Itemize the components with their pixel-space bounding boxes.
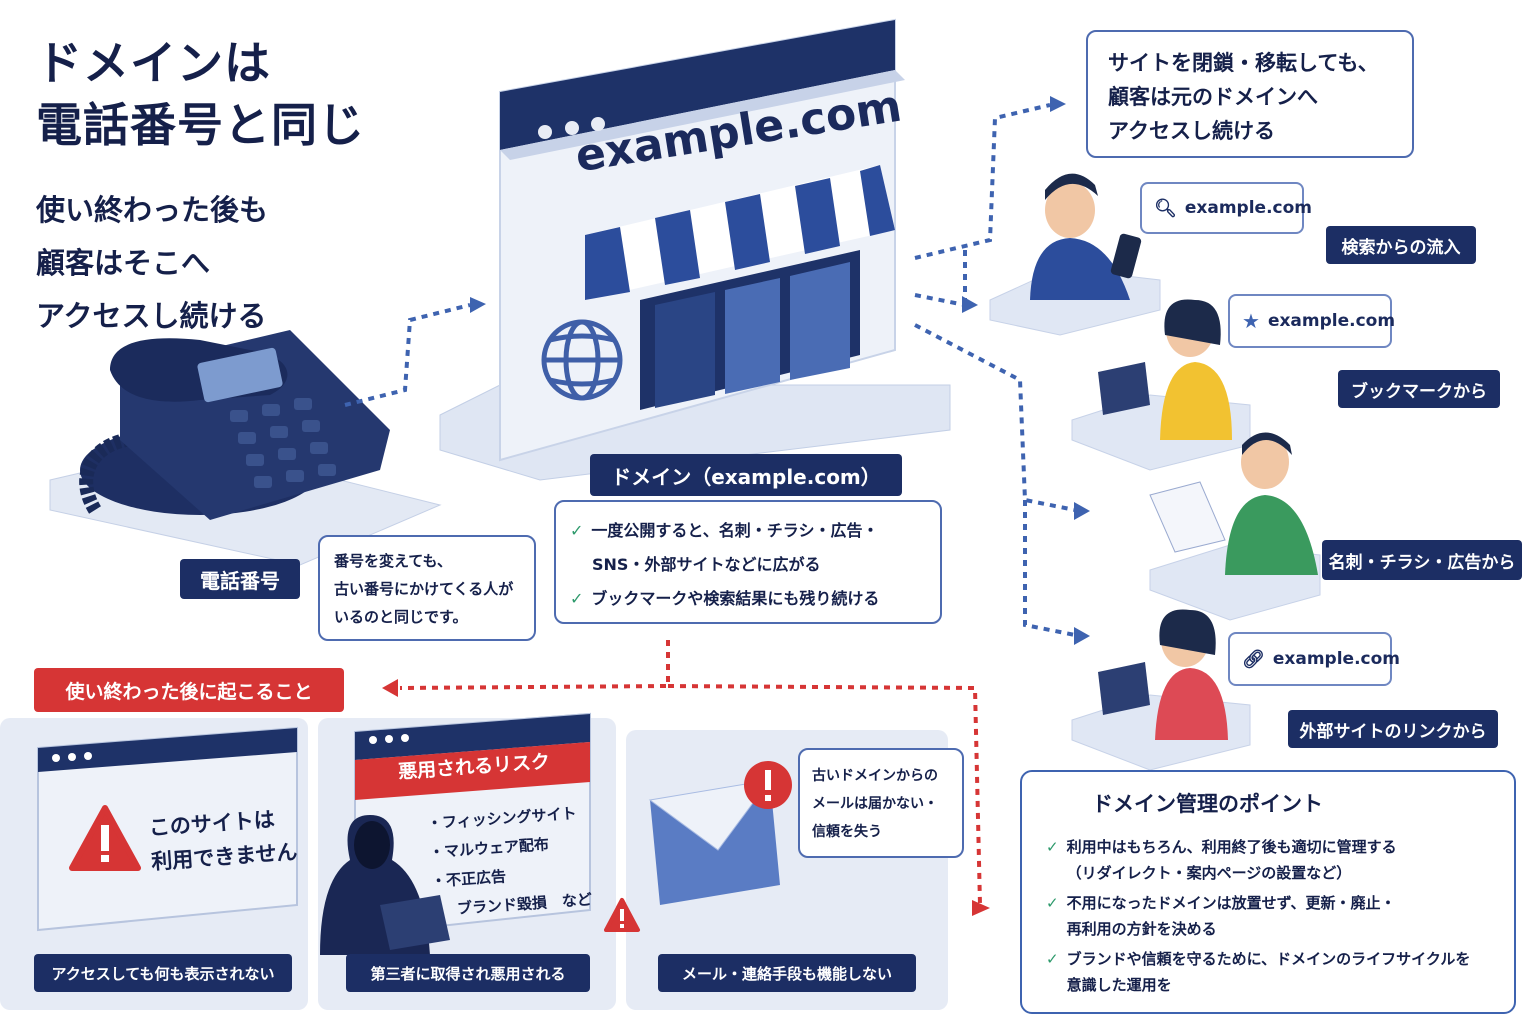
check-icon: ✓ xyxy=(570,589,584,608)
unavailable-message: このサイトは 利用できません xyxy=(148,801,299,879)
phone-note: 番号を変えても、 古い番号にかけてくる人が いるのと同じです。 xyxy=(318,535,536,641)
item-line: 再利用の方針を決める xyxy=(1066,920,1217,938)
mail-note: 古いドメインからの メールは届かない・ 信頼を失う xyxy=(798,748,964,858)
note-line: 信頼を失う xyxy=(812,824,882,840)
item-line: 意識した運用を xyxy=(1066,976,1172,994)
chip-text: example.com xyxy=(1272,649,1400,669)
management-list: ✓ 利用中はもちろん、利用終了後も適切に管理する （リダイレクト・案内ページの設置な… xyxy=(1046,834,1510,998)
title-line: 電話番号と同じ xyxy=(36,98,365,152)
caption-unavailable: アクセスしても何も表示されない xyxy=(34,954,292,992)
item-line: 利用中はもちろん、利用終了後も適切に管理する xyxy=(1066,838,1397,856)
source-label-link: 外部サイトのリンクから xyxy=(1288,710,1498,748)
star-icon: ★ xyxy=(1242,309,1260,333)
subtitle-line: 顧客はそこへ xyxy=(36,246,211,280)
item-line: ブランドや信頼を守るために、ドメインのライフサイクルを xyxy=(1066,950,1471,968)
flow-arrows xyxy=(344,103,1076,637)
storefront-illustration xyxy=(439,18,951,481)
management-item: ✓ 不用になったドメインは放置せず、更新・廃止・再利用の方針を決める xyxy=(1046,890,1510,942)
title-line: ドメインは xyxy=(36,36,271,90)
check-icon: ✓ xyxy=(1046,950,1059,968)
after-heading: 使い終わった後に起こること xyxy=(34,668,344,712)
chip-text: example.com xyxy=(1267,311,1396,331)
check-icon: ✓ xyxy=(1046,894,1059,912)
management-heading: ドメイン管理のポイント xyxy=(1092,792,1323,816)
caption-abuse: 第三者に取得され悪用される xyxy=(346,954,590,992)
item-line: 不用になったドメインは放置せず、更新・廃止・ xyxy=(1066,894,1396,912)
people-illustration xyxy=(989,173,1321,771)
source-label-search: 検索からの流入 xyxy=(1326,226,1476,264)
management-item: ✓ 利用中はもちろん、利用終了後も適切に管理する （リダイレクト・案内ページの設置な… xyxy=(1046,834,1510,886)
domain-points: ✓ 一度公開すると、名刺・チラシ・広告・ SNS・外部サイトなどに広がる ✓ ブック… xyxy=(554,500,942,624)
chip-text: example.com xyxy=(1184,198,1312,218)
note-line: 番号を変えても、 xyxy=(334,552,453,570)
phone-label: 電話番号 xyxy=(180,559,300,599)
point-text: ブックマークや検索結果にも残り続ける xyxy=(591,589,880,608)
link-chip: 🔗︎ example.com xyxy=(1228,632,1400,686)
caption-mail: メール・連絡手段も機能しない xyxy=(658,954,916,992)
top-right-note: サイトを閉鎖・移転しても、 顧客は元のドメインへ アクセスし続ける xyxy=(1086,30,1414,158)
bookmark-chip: ★ example.com xyxy=(1228,294,1396,348)
page-title: ドメインは 電話番号と同じ xyxy=(36,32,365,156)
note-line: アクセスし続ける xyxy=(1108,119,1275,143)
point-text: 一度公開すると、名刺・チラシ・広告・ xyxy=(591,521,879,540)
item-line: （リダイレクト・案内ページの設置など） xyxy=(1066,864,1352,882)
search-chip: 🔍︎ example.com xyxy=(1140,182,1312,234)
management-item: ✓ ブランドや信頼を守るために、ドメインのライフサイクルを意識した運用を xyxy=(1046,946,1510,998)
abuse-list: ・フィッシングサイト ・マルウェア配布 ・不正広告 ブランド毀損 など xyxy=(426,799,593,926)
note-line: 古い番号にかけてくる人が xyxy=(334,580,514,598)
source-label-bookmark: ブックマークから xyxy=(1338,370,1500,408)
management-box: ドメイン管理のポイント ✓ 利用中はもちろん、利用終了後も適切に管理する （リダイレ… xyxy=(1020,770,1516,1014)
note-line: 古いドメインからの xyxy=(812,768,938,784)
note-line: 顧客は元のドメインへ xyxy=(1108,85,1318,109)
note-line: メールは届かない・ xyxy=(812,796,938,812)
subtitle-line: アクセスし続ける xyxy=(36,299,267,333)
check-icon: ✓ xyxy=(570,521,584,540)
source-label-print: 名刺・チラシ・広告から xyxy=(1322,540,1522,580)
domain-label: ドメイン（example.com） xyxy=(590,454,902,496)
point-text: SNS・外部サイトなどに広がる xyxy=(592,555,821,574)
note-line: いるのと同じです。 xyxy=(334,608,468,626)
page-subtitle: 使い終わった後も 顧客はそこへ アクセスし続ける xyxy=(36,184,268,343)
check-icon: ✓ xyxy=(1046,838,1059,856)
subtitle-line: 使い終わった後も xyxy=(36,193,269,227)
note-line: サイトを閉鎖・移転しても、 xyxy=(1108,51,1379,75)
search-icon: 🔍︎ xyxy=(1154,197,1177,219)
link-icon: 🔗︎ xyxy=(1242,648,1265,670)
